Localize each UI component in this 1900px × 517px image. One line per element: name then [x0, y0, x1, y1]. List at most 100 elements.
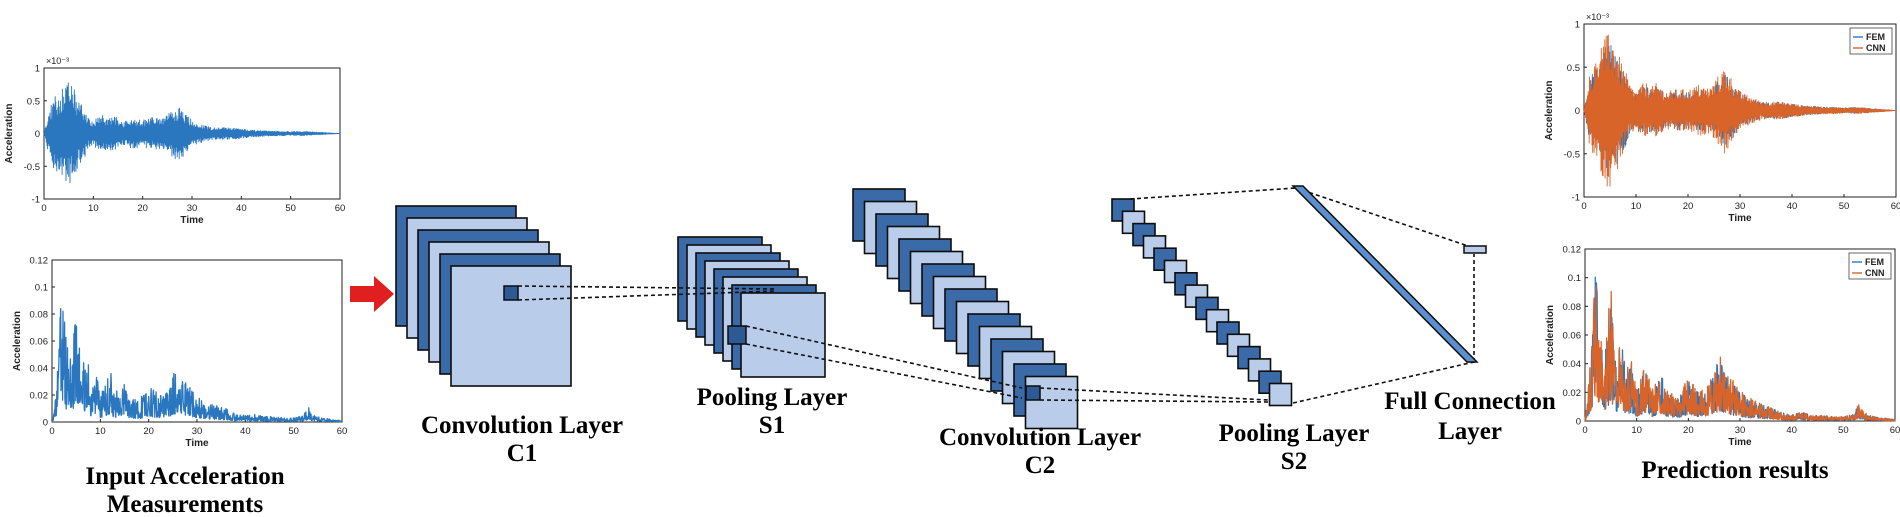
x-tick-label: 60 — [335, 203, 346, 214]
x-tick-label: 60 — [337, 426, 348, 437]
svg-text:S2: S2 — [1281, 448, 1307, 475]
caption-pool-s2: Pooling Layer S2 — [1219, 420, 1370, 475]
x-axis-label: Time — [1728, 437, 1752, 448]
x-tick-label: 50 — [1838, 425, 1849, 436]
series-line-signal — [43, 82, 341, 184]
y-tick-label: -1 — [32, 195, 40, 206]
legend-label: CNN — [1865, 268, 1885, 278]
svg-text:Measurements: Measurements — [107, 491, 264, 517]
caption-pool-s1: Pooling Layer S1 — [697, 384, 848, 439]
axis-exponent-label: ×10⁻³ — [1586, 12, 1609, 22]
x-axis-label: Time — [180, 215, 204, 226]
x-tick-label: 30 — [187, 203, 198, 214]
x-tick-label: 20 — [137, 203, 148, 214]
y-tick-label: 1 — [1575, 20, 1580, 31]
caption-input: Input Acceleration Measurements — [85, 463, 284, 517]
x-tick-label: 50 — [1839, 201, 1850, 212]
svg-text:Prediction results: Prediction results — [1641, 457, 1829, 484]
series-line-cnn — [1584, 285, 1896, 422]
svg-text:C2: C2 — [1025, 452, 1056, 479]
x-tick-label: 10 — [88, 203, 99, 214]
y-tick-label: 0.08 — [1563, 302, 1582, 313]
x-tick-label: 20 — [1683, 425, 1694, 436]
y-tick-label: 0.5 — [27, 96, 40, 107]
pooling-layer-s1-maps — [677, 236, 826, 378]
x-tick-label: 20 — [1683, 201, 1694, 212]
c1-feature-map-6 — [450, 265, 572, 387]
convolution-layer-c2-maps — [852, 188, 1079, 430]
y-axis-label: Acceleration — [12, 311, 23, 371]
caption-prediction: Prediction results — [1641, 457, 1829, 484]
caption-conv-c1: Convolution Layer C1 — [421, 412, 623, 467]
x-tick-label: 0 — [41, 203, 46, 214]
y-axis-label: Acceleration — [1545, 305, 1556, 365]
legend-label: FEM — [1865, 257, 1884, 267]
svg-text:Input Acceleration: Input Acceleration — [85, 463, 284, 490]
axis-exponent-label: ×10⁻³ — [46, 56, 69, 66]
y-tick-label: 0.12 — [1563, 245, 1582, 256]
plot-area — [51, 259, 343, 423]
x-tick-label: 20 — [143, 426, 154, 437]
svg-text:Full Connection: Full Connection — [1384, 388, 1556, 415]
x-tick-label: 50 — [288, 426, 299, 437]
series-line-signal — [51, 307, 343, 423]
s1-kernel-marker — [727, 325, 747, 345]
x-tick-label: 10 — [1631, 425, 1642, 436]
y-axis-label: Acceleration — [4, 103, 15, 163]
svg-text:Pooling Layer: Pooling Layer — [697, 384, 848, 411]
y-tick-label: 0.04 — [30, 364, 49, 375]
x-tick-label: 60 — [1891, 201, 1900, 212]
svg-text:C1: C1 — [507, 440, 538, 467]
convolution-layer-c1-maps — [395, 205, 572, 387]
y-tick-label: 0 — [1576, 417, 1581, 428]
y-tick-label: 0 — [35, 129, 40, 140]
y-tick-label: 0.06 — [1563, 331, 1582, 342]
y-tick-label: 0.02 — [1563, 388, 1582, 399]
c1-kernel-marker — [503, 285, 519, 301]
y-tick-label: 0.1 — [1568, 273, 1581, 284]
s2-feature-map-16 — [1268, 382, 1293, 407]
y-axis-label: Acceleration — [1544, 80, 1555, 140]
x-tick-label: 40 — [1786, 425, 1797, 436]
x-tick-label: 0 — [49, 426, 54, 437]
y-tick-label: -0.5 — [24, 162, 40, 173]
input-arrow-icon — [350, 276, 394, 312]
x-tick-label: 10 — [1631, 201, 1642, 212]
connection-lines — [517, 187, 1475, 404]
x-tick-label: 0 — [1581, 201, 1586, 212]
y-tick-label: 0.02 — [30, 391, 49, 402]
x-tick-label: 40 — [1787, 201, 1798, 212]
x-tick-label: 30 — [1735, 425, 1746, 436]
y-tick-label: 0 — [1575, 106, 1580, 117]
y-tick-label: -0.5 — [1564, 149, 1580, 160]
full-connection-bar — [1291, 185, 1479, 363]
x-axis-label: Time — [1728, 213, 1752, 224]
y-tick-label: 0.5 — [1567, 63, 1580, 74]
y-tick-label: 0.04 — [1563, 359, 1582, 370]
c2-kernel-marker — [1025, 385, 1041, 401]
x-tick-label: 10 — [95, 426, 106, 437]
x-axis-label: Time — [185, 438, 209, 449]
y-tick-label: 0.1 — [35, 283, 48, 294]
c2-feature-map-16 — [1024, 375, 1079, 430]
y-tick-label: -1 — [1572, 193, 1580, 204]
x-tick-label: 50 — [285, 203, 296, 214]
x-tick-label: 40 — [236, 203, 247, 214]
series-line-cnn — [1583, 34, 1897, 187]
svg-text:Convolution Layer: Convolution Layer — [939, 424, 1141, 451]
x-tick-label: 0 — [1582, 425, 1587, 436]
y-tick-label: 0 — [43, 418, 48, 429]
output-node — [1463, 245, 1487, 254]
svg-text:S1: S1 — [759, 412, 785, 439]
y-tick-label: 0.12 — [30, 256, 49, 267]
legend-label: FEM — [1866, 32, 1885, 42]
pooling-layer-s2-maps — [1111, 198, 1293, 407]
svg-text:Layer: Layer — [1438, 418, 1502, 445]
svg-text:Convolution Layer: Convolution Layer — [421, 412, 623, 439]
legend-label: CNN — [1866, 43, 1886, 53]
